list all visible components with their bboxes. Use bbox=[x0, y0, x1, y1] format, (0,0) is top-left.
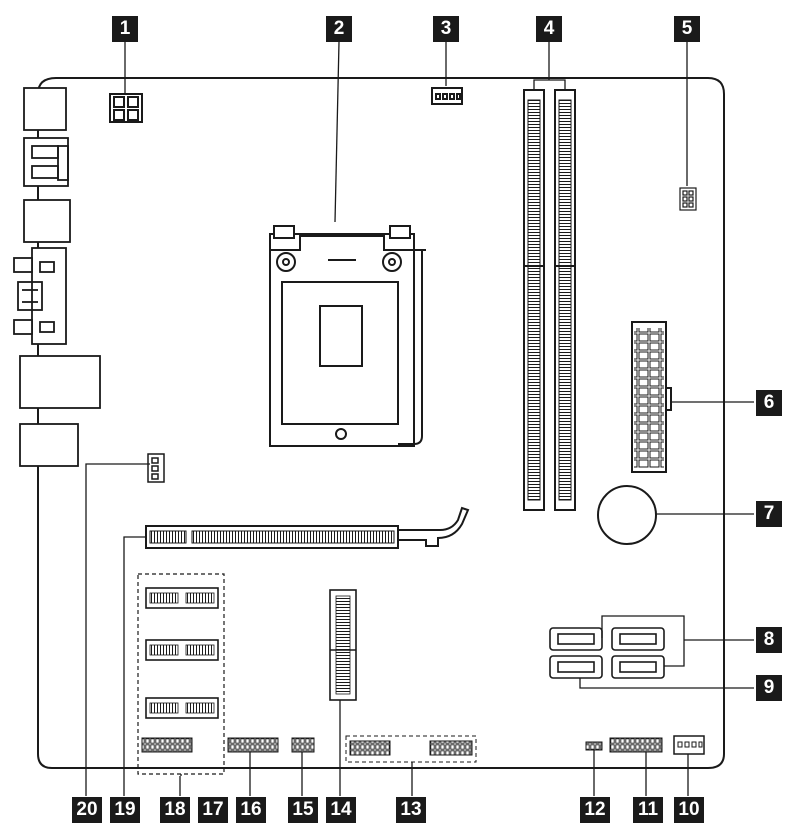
callout-5: 5 bbox=[674, 16, 700, 42]
memory-slots bbox=[523, 89, 576, 511]
callout-3: 3 bbox=[433, 16, 459, 42]
callout-10: 10 bbox=[674, 797, 704, 823]
callout-6: 6 bbox=[756, 390, 782, 416]
callout-15: 15 bbox=[288, 797, 318, 823]
rear-io-ports bbox=[13, 87, 101, 467]
system-fan-header-20 bbox=[147, 453, 165, 483]
callout-13: 13 bbox=[396, 797, 426, 823]
cpu-power-connector bbox=[109, 93, 143, 123]
callout-11: 11 bbox=[633, 797, 663, 823]
cpu-fan-header bbox=[431, 87, 463, 105]
atx-power-connector bbox=[631, 321, 672, 473]
callout-18: 18 bbox=[160, 797, 190, 823]
bottom-headers bbox=[141, 735, 705, 763]
callout-14: 14 bbox=[326, 797, 356, 823]
cmos-battery bbox=[597, 485, 657, 545]
callout-20: 20 bbox=[72, 797, 102, 823]
m2-slot bbox=[329, 589, 357, 701]
cpu-socket bbox=[269, 225, 426, 447]
callout-16: 16 bbox=[236, 797, 266, 823]
pcie-x16-slot bbox=[145, 506, 470, 549]
callout-7: 7 bbox=[756, 501, 782, 527]
callout-8: 8 bbox=[756, 627, 782, 653]
leader-lines bbox=[85, 41, 754, 796]
callout-9: 9 bbox=[756, 675, 782, 701]
small-header-5 bbox=[679, 187, 697, 211]
callout-4: 4 bbox=[536, 16, 562, 42]
callout-2: 2 bbox=[326, 16, 352, 42]
callout-17: 17 bbox=[198, 797, 228, 823]
callout-19: 19 bbox=[110, 797, 140, 823]
sata-connectors bbox=[549, 627, 665, 679]
callout-12: 12 bbox=[580, 797, 610, 823]
callout-1: 1 bbox=[112, 16, 138, 42]
pcie-x1-slots bbox=[137, 573, 225, 775]
